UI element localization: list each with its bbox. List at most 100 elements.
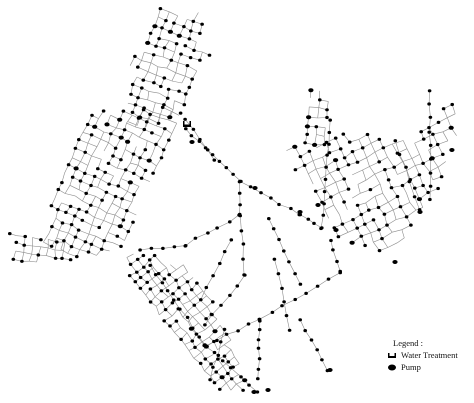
pipe (411, 158, 416, 166)
pipe (272, 305, 283, 313)
pipe (360, 189, 371, 194)
pipe (118, 185, 128, 192)
junction-node (39, 238, 43, 242)
pipe (56, 230, 60, 239)
pipe (150, 62, 159, 68)
junction-node (336, 235, 341, 239)
junction-node (385, 223, 389, 227)
junction-node (143, 168, 148, 172)
junction-node (56, 187, 61, 192)
pipe (193, 129, 201, 140)
junction-node (183, 117, 187, 121)
pipe (72, 157, 81, 162)
junction-node (101, 109, 106, 113)
pipe (212, 263, 221, 276)
pipe (388, 202, 394, 210)
pipe (94, 217, 104, 221)
junction-node (255, 390, 260, 394)
junction-node (132, 193, 136, 197)
pump-node (203, 344, 209, 349)
junction-node (183, 244, 188, 248)
pipe (60, 248, 68, 254)
junction-node (167, 138, 171, 142)
pipe (46, 247, 49, 256)
junction-node (219, 303, 223, 307)
junction-node (342, 156, 347, 160)
junction-node (238, 214, 242, 218)
pipe (187, 311, 193, 317)
junction-node (427, 89, 432, 93)
pipe (29, 260, 37, 263)
junction-node (160, 105, 165, 109)
junction-node (327, 151, 332, 155)
junction-node (148, 287, 153, 291)
pipe (283, 250, 290, 262)
junction-node (363, 243, 367, 248)
junction-node (86, 250, 91, 254)
pump-node (308, 88, 314, 93)
pipe (200, 300, 208, 307)
pipe (230, 349, 235, 357)
pipe (80, 161, 89, 166)
pipe (322, 157, 327, 167)
junction-node (70, 175, 75, 179)
junction-node (187, 85, 192, 89)
junction-node (325, 153, 329, 157)
junction-node (36, 253, 41, 257)
pipe (120, 169, 126, 179)
pipe (324, 179, 326, 192)
junction-node (73, 235, 78, 239)
pipe (402, 140, 408, 149)
junction-node (185, 315, 190, 319)
pipe (387, 157, 395, 168)
junction-node (156, 121, 161, 125)
junction-node (204, 317, 208, 321)
pipe (396, 216, 407, 220)
pipe (382, 193, 389, 203)
junction-node (211, 300, 215, 304)
pipe (273, 228, 280, 240)
pipe (406, 165, 416, 171)
pipe (397, 196, 401, 207)
junction-node (162, 76, 167, 80)
junction-node (228, 293, 232, 297)
pump-node (152, 24, 158, 29)
pipe (152, 102, 156, 113)
junction-node (235, 284, 240, 288)
junction-node (171, 292, 175, 296)
pipe (370, 183, 381, 190)
junction-node (174, 319, 179, 323)
junction-node (113, 146, 118, 150)
pipe (209, 367, 214, 380)
pipe (147, 71, 157, 76)
pump-node (73, 166, 79, 171)
junction-node (231, 365, 235, 369)
junction-node (135, 270, 139, 274)
pipe (338, 192, 345, 203)
pipe (392, 229, 402, 233)
junction-node (392, 165, 397, 169)
junction-node (393, 139, 398, 143)
pipe (409, 181, 415, 197)
pipe (163, 139, 170, 150)
pump-node (306, 115, 312, 120)
junction-node (441, 152, 445, 156)
junction-node (169, 58, 174, 62)
junction-node (191, 127, 196, 131)
junction-node (204, 285, 209, 290)
junction-node (276, 272, 281, 276)
junction-node (159, 289, 164, 293)
junction-node (90, 113, 94, 117)
junction-node (156, 272, 161, 276)
pipe (406, 192, 411, 203)
junction-node (157, 37, 161, 41)
junction-node (256, 346, 261, 350)
pipe (437, 166, 442, 177)
pipe (316, 349, 323, 360)
pipe (100, 138, 109, 143)
pipe (184, 119, 194, 130)
pipe (204, 324, 212, 331)
pipe (148, 118, 159, 124)
junction-node (368, 188, 373, 192)
junction-node (140, 86, 144, 90)
